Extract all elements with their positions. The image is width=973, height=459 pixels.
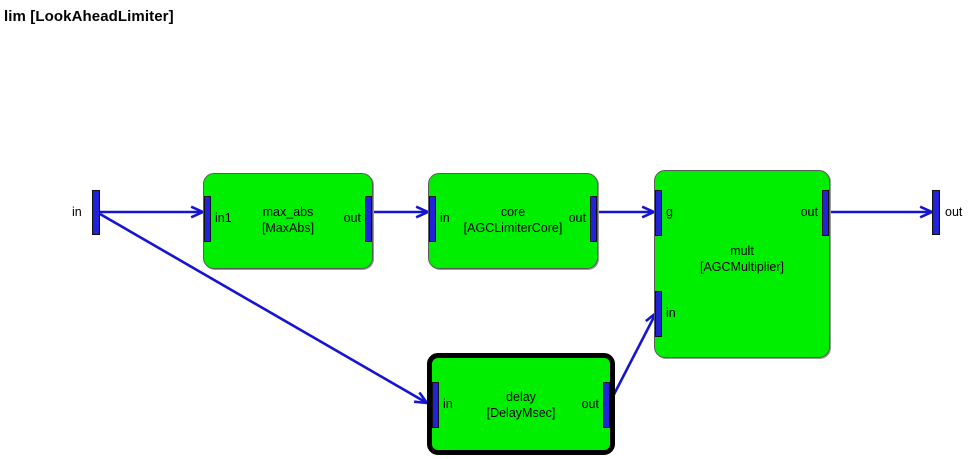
block-delay-type: [DelayMsec]: [486, 406, 556, 420]
terminal-out-label: out: [945, 204, 963, 219]
block-mult-name: mult: [730, 244, 754, 258]
port-core-in-label: in: [440, 211, 450, 225]
diagram-title: lim [LookAheadLimiter]: [4, 8, 174, 25]
port-max-abs-in1-label: in1: [215, 211, 232, 225]
block-core-type: [AGCLimiterCore]: [463, 221, 563, 235]
port-core-out[interactable]: [590, 196, 597, 242]
wire-in-to-max-abs[interactable]: [100, 205, 204, 219]
block-max-abs[interactable]: max_abs [MaxAbs] in1 out: [203, 173, 373, 269]
block-core-name: core: [500, 205, 526, 219]
wire-delay-to-mult-in[interactable]: [607, 311, 658, 405]
wire-mult-to-out[interactable]: [830, 205, 933, 219]
port-delay-in-label: in: [443, 397, 453, 411]
block-max-abs-type: [MaxAbs]: [261, 221, 315, 235]
port-core-in[interactable]: [429, 196, 436, 242]
port-mult-g[interactable]: [655, 190, 662, 236]
wire-core-to-mult-g[interactable]: [598, 205, 655, 219]
port-max-abs-in1[interactable]: [204, 196, 211, 242]
port-mult-in-label: in: [666, 306, 676, 320]
port-max-abs-out-label: out: [343, 211, 361, 225]
port-mult-g-label: g: [666, 205, 673, 219]
block-mult-type: [AGCMultiplier]: [699, 260, 785, 274]
port-mult-out-label: out: [800, 205, 818, 219]
port-delay-in[interactable]: [432, 382, 439, 428]
port-delay-out-label: out: [581, 397, 599, 411]
block-delay-name: delay: [506, 390, 536, 404]
port-core-out-label: out: [568, 211, 586, 225]
wire-max-abs-to-core[interactable]: [373, 205, 429, 219]
block-max-abs-name: max_abs: [262, 205, 314, 219]
terminal-in[interactable]: [92, 190, 100, 235]
block-core[interactable]: core [AGCLimiterCore] in out: [428, 173, 598, 269]
port-delay-out[interactable]: [603, 382, 610, 428]
block-mult[interactable]: mult [AGCMultiplier] g in out: [654, 170, 830, 358]
block-delay[interactable]: delay [DelayMsec] in out: [427, 353, 615, 455]
port-mult-in[interactable]: [655, 291, 662, 337]
terminal-out[interactable]: [932, 190, 940, 235]
port-mult-out[interactable]: [822, 190, 829, 236]
terminal-in-label: in: [72, 204, 82, 219]
port-max-abs-out[interactable]: [365, 196, 372, 242]
